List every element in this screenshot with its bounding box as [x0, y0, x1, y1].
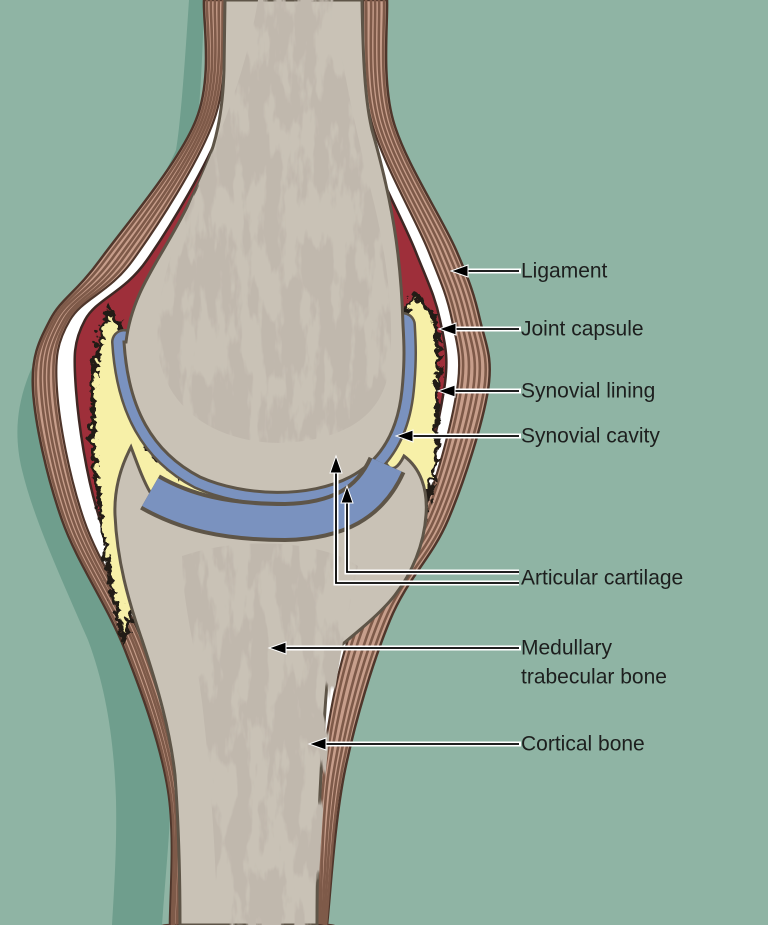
ligament-stripe	[39, 0, 214, 925]
ligament-stripe	[43, 0, 217, 925]
ligament-arrow	[449, 264, 521, 278]
cortical-arrow	[307, 737, 521, 751]
callouts	[267, 264, 521, 751]
medullary-arrow	[267, 641, 521, 655]
label-cortical-bone: Cortical bone	[521, 733, 645, 756]
joint-capsule-arrow	[437, 322, 521, 336]
label-ligament: Ligament	[521, 260, 608, 283]
label-medullary-line2: trabecular bone	[521, 666, 667, 689]
synovial-lining-arrow	[436, 384, 521, 398]
ligament-stripe	[34, 0, 211, 925]
labels: Ligament Joint capsule Synovial lining S…	[521, 260, 683, 756]
label-medullary-line1: Medullary	[521, 637, 613, 660]
articular-cartilage-lower	[140, 456, 406, 543]
label-articular-cartilage: Articular cartilage	[521, 567, 683, 590]
trabecular-texture-lower	[182, 543, 358, 925]
label-synovial-lining: Synovial lining	[521, 380, 655, 403]
label-joint-capsule: Joint capsule	[521, 318, 644, 341]
label-synovial-cavity: Synovial cavity	[521, 425, 660, 448]
synovial-cavity-arrow	[394, 429, 521, 443]
articular-cartilage-arrows	[329, 454, 519, 586]
trabecular-texture-upper	[157, 0, 392, 443]
